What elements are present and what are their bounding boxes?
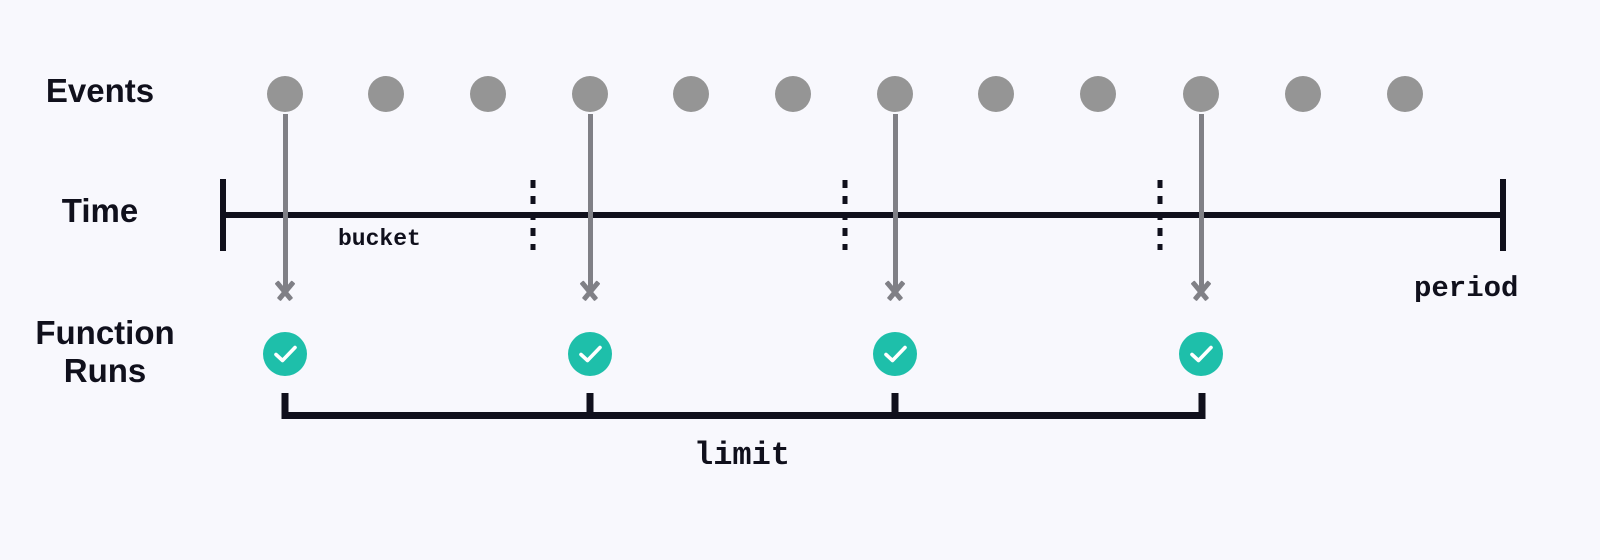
check-glyph <box>274 345 297 363</box>
time-axis-line <box>223 212 1503 218</box>
arrow-head <box>270 282 300 312</box>
annotation-period: period <box>1414 272 1519 305</box>
row-label-time: Time <box>61 192 139 229</box>
limit-bracket-bar <box>285 412 1202 419</box>
check-glyph <box>884 345 907 363</box>
event-dot <box>572 76 608 112</box>
event-dot <box>877 76 913 112</box>
bucket-divider <box>1157 180 1163 250</box>
event-dot <box>470 76 506 112</box>
event-dot <box>1080 76 1116 112</box>
event-dot <box>775 76 811 112</box>
check-glyph <box>579 345 602 363</box>
bucket-divider <box>530 180 536 250</box>
arrow-shaft <box>892 114 898 292</box>
event-dot <box>368 76 404 112</box>
event-dot <box>1387 76 1423 112</box>
limit-bracket-tick <box>281 393 289 419</box>
check-circle-icon <box>873 332 917 376</box>
arrow-head <box>880 282 910 312</box>
event-dot <box>1285 76 1321 112</box>
arrow-head <box>1186 282 1216 312</box>
check-circle-icon <box>263 332 307 376</box>
time-axis-start-cap <box>220 179 226 251</box>
arrow-shaft <box>1198 114 1204 292</box>
time-axis-end-cap <box>1500 179 1506 251</box>
event-dot <box>1183 76 1219 112</box>
limit-bracket-tick <box>1198 393 1206 419</box>
limit-bracket-tick <box>586 393 594 419</box>
event-dot <box>978 76 1014 112</box>
event-dot <box>673 76 709 112</box>
arrow-shaft <box>587 114 593 292</box>
row-label-function-runs: Function Runs <box>35 314 175 389</box>
check-glyph <box>1190 345 1213 363</box>
check-circle-icon <box>568 332 612 376</box>
row-label-events: Events <box>45 72 155 109</box>
limit-bracket-tick <box>891 393 899 419</box>
annotation-bucket: bucket <box>338 226 421 252</box>
annotation-limit: limit <box>693 437 790 474</box>
bucket-divider <box>842 180 848 250</box>
arrow-head <box>575 282 605 312</box>
event-dot <box>267 76 303 112</box>
arrow-shaft <box>282 114 288 292</box>
check-circle-icon <box>1179 332 1223 376</box>
